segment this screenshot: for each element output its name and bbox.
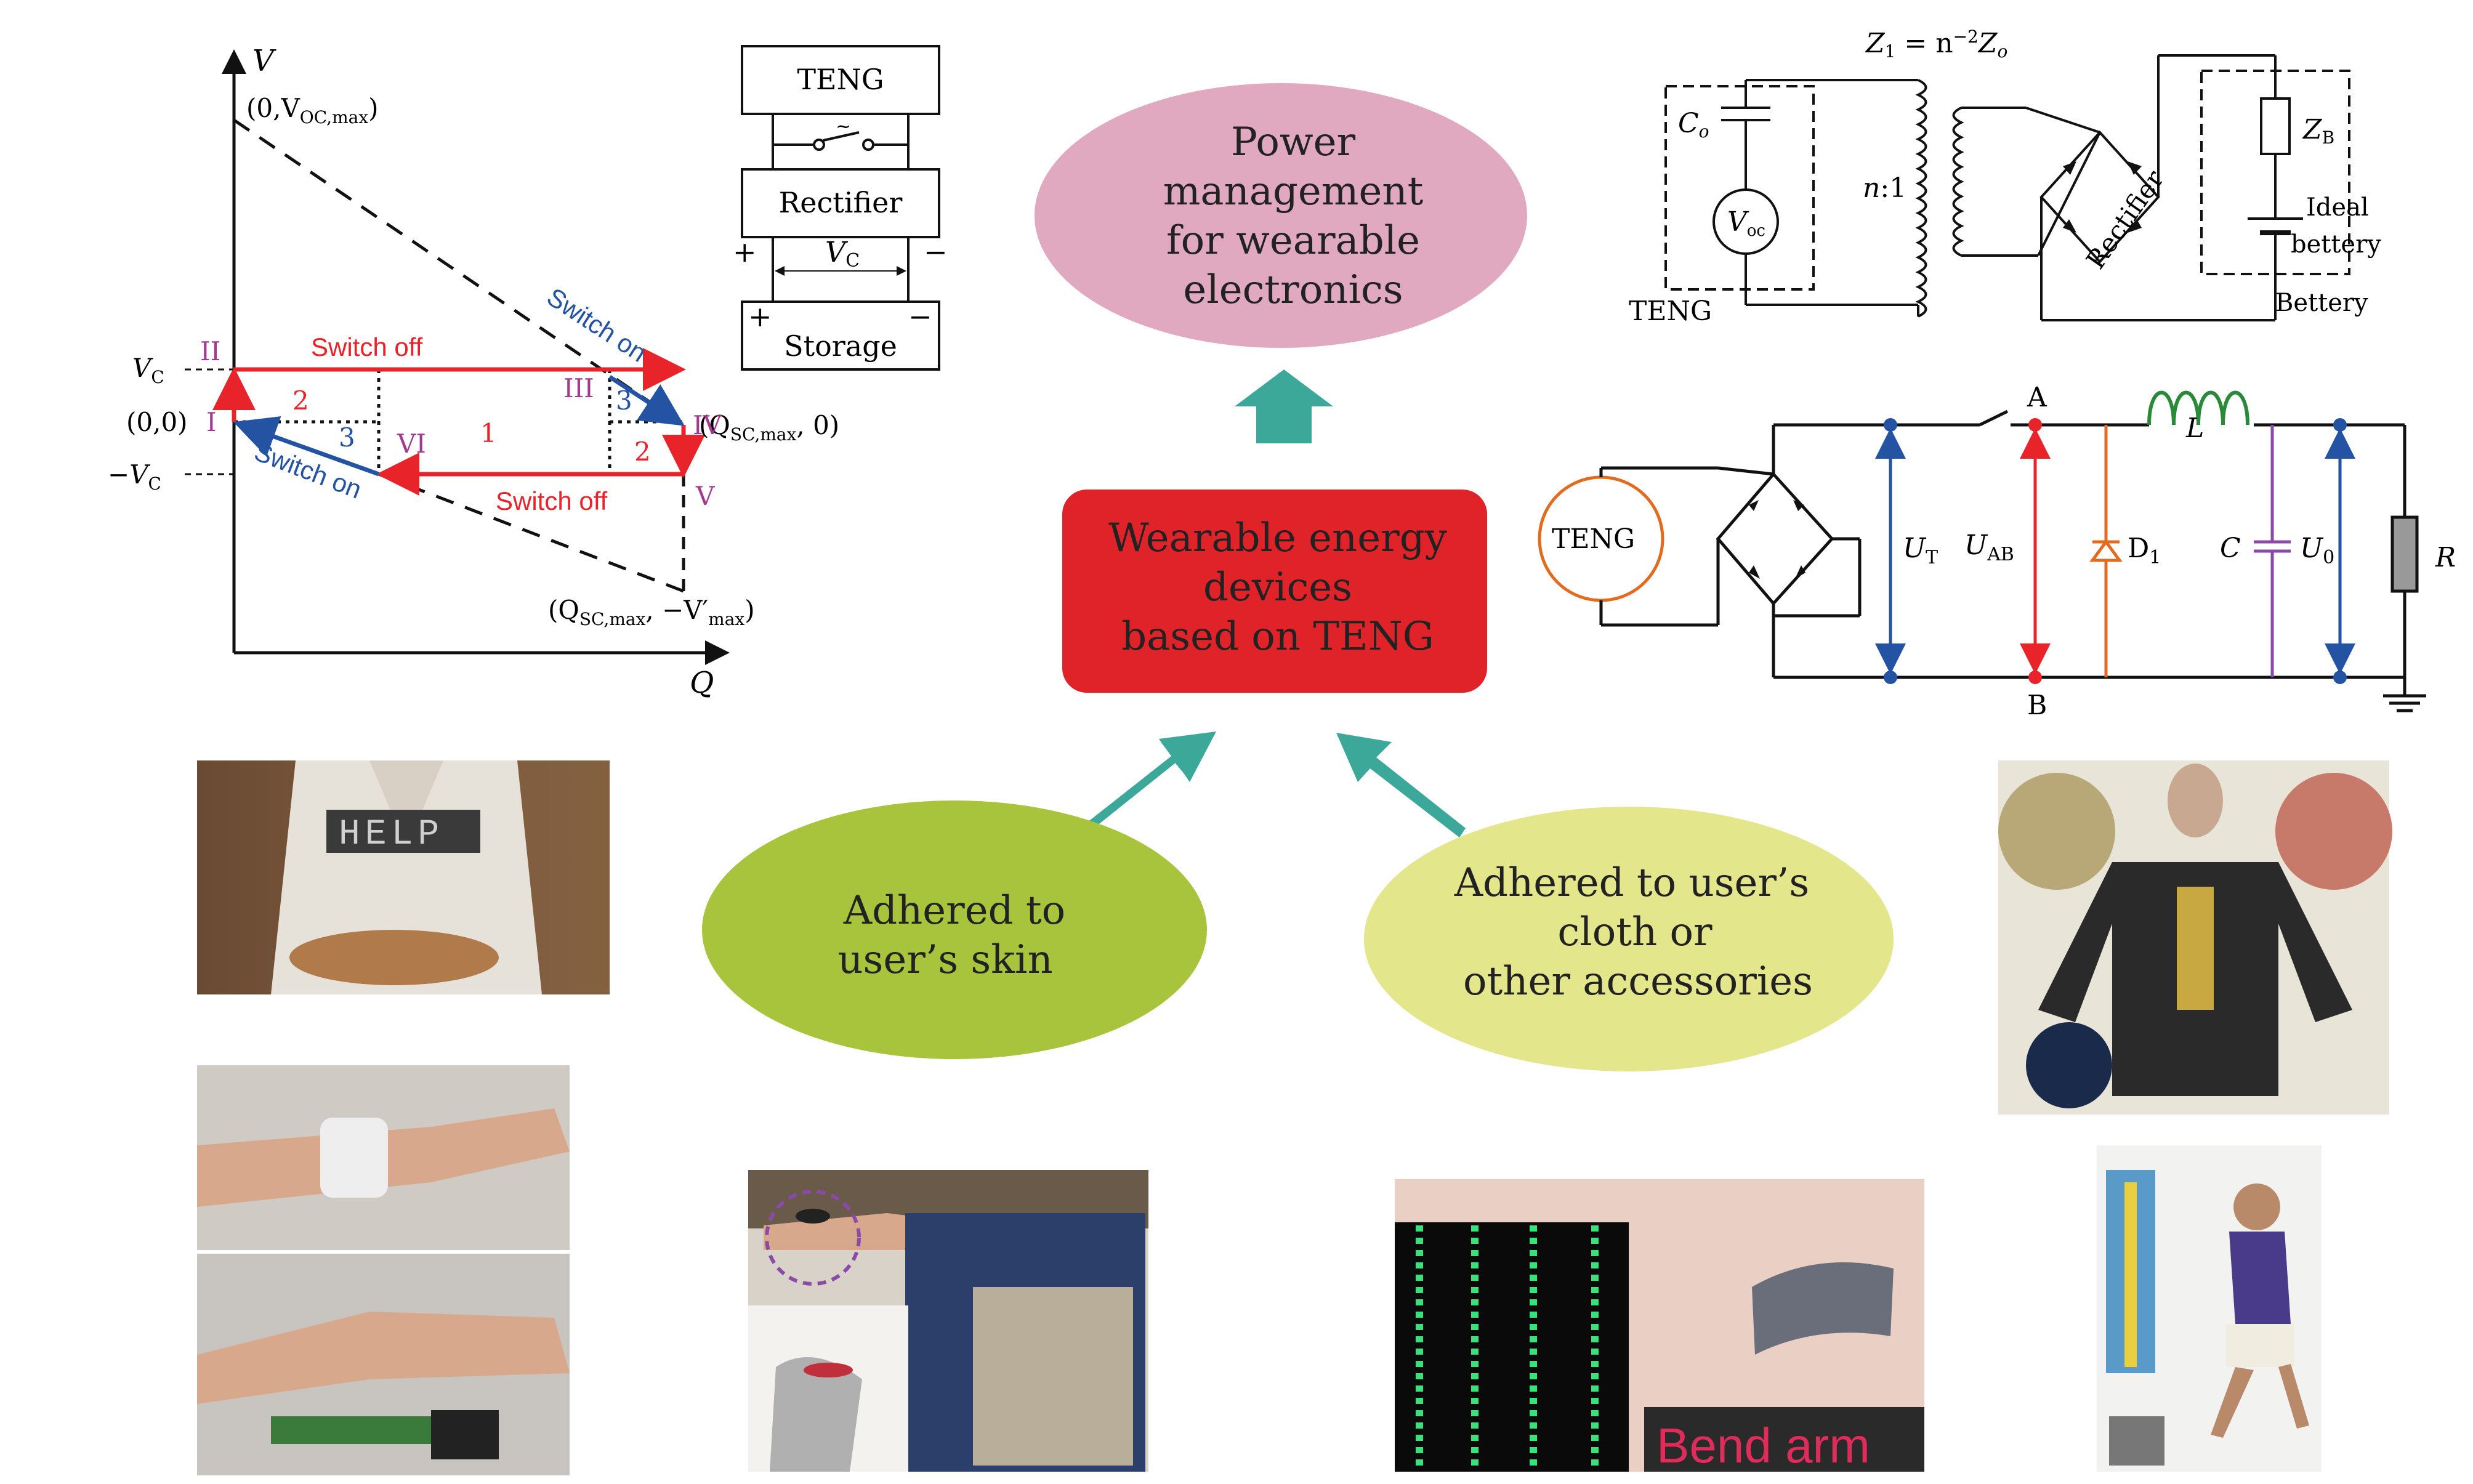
buck-circuit <box>1538 390 2426 712</box>
point-v: V <box>695 481 715 511</box>
storage-block <box>741 300 940 371</box>
bridge-diodes <box>2063 161 2142 233</box>
point-iii: III <box>563 373 594 403</box>
z1-formula: Z1 = n−2Zo <box>1865 26 2007 62</box>
box-line3: based on TENG <box>1121 614 1434 659</box>
d1-label: D1 <box>2128 533 2161 568</box>
box-line2: devices <box>1203 565 1352 610</box>
bettery-title: Bettery <box>2275 289 2368 317</box>
block-storage-label: Storage <box>784 329 897 363</box>
switch-on-top: Switch on <box>542 282 652 368</box>
node-a-label: A <box>2027 382 2047 413</box>
point-vi: VI <box>397 429 426 459</box>
pm-line2: management <box>1163 169 1424 214</box>
blue-path-vi-i <box>233 416 380 477</box>
skin-line1: Adhered to <box>843 888 1065 934</box>
block-plus-bottom: + <box>748 300 772 333</box>
block-vc-label: VC <box>825 235 860 272</box>
resistor-label: R <box>2435 542 2456 573</box>
point-i: I <box>206 407 217 437</box>
point-iv: IV <box>693 410 722 440</box>
bettery-label: bettery <box>2291 230 2381 259</box>
vc-label: VC <box>132 353 164 387</box>
switch-off-bottom: Switch off <box>496 486 608 515</box>
origin-label: (0,0) <box>126 407 188 437</box>
teng-block <box>741 45 940 115</box>
block-teng-label: TENG <box>797 63 884 96</box>
inductor <box>2147 390 2249 425</box>
block-minus-top: − <box>924 235 948 268</box>
lower-dashed-line <box>378 472 684 593</box>
cloth-ellipse <box>1364 807 1894 1071</box>
v-axis-label: V <box>252 44 276 78</box>
buck-teng-label: TENG <box>1552 523 1635 555</box>
co-label: Co <box>1678 108 1709 142</box>
cloth-line1: Adhered to user’s <box>1454 860 1809 906</box>
rectifier-label-transformer: Rectifier <box>2080 164 2170 275</box>
zb-label: ZB <box>2302 114 2334 148</box>
teng-label-transformer: TENG <box>1629 296 1712 327</box>
region-3b: 3 <box>616 385 632 416</box>
transformer-labels: Z1 = n−2Zo Co Voc n:1 TENG Rectifier ZB … <box>1629 26 2381 327</box>
block-diagram <box>741 45 940 371</box>
block-rectifier-label: Rectifier <box>779 186 903 219</box>
cap-label: C <box>2220 533 2241 564</box>
block-plus-top: + <box>733 235 757 268</box>
center-diagram: Power management for wearable electronic… <box>702 83 1894 1071</box>
ut-label: UT <box>1903 533 1938 568</box>
q-axis-label: Q <box>690 666 714 700</box>
vmax-label: (0,VOC,max) <box>246 93 379 127</box>
voc-label: Voc <box>1727 206 1765 240</box>
transformer-circuit <box>1664 54 2350 321</box>
cloth-line3: other accessories <box>1463 959 1813 1004</box>
bend-arm-text: Bend arm <box>1656 1418 1870 1473</box>
qsc-neg-label: (QSC,max, −V′max) <box>548 595 755 629</box>
cloth-line2: cloth or <box>1557 909 1713 955</box>
photo-arm-bracelet <box>748 1170 1148 1472</box>
photo-bend-arm: Bend arm <box>1395 1179 1924 1473</box>
buck-nodes <box>1749 418 2347 684</box>
teng-dashed-box <box>1664 85 1815 291</box>
node-b-label: B <box>2027 690 2047 721</box>
box-line1: Wearable energy <box>1108 515 1447 561</box>
point-ii: II <box>200 336 220 366</box>
vq-plot: V Q (0,VOC,max) VC −VC (0,0) (QSC,max, 0… <box>108 44 839 700</box>
wearable-energy-box <box>1062 490 1487 693</box>
uab-label: UAB <box>1964 530 2014 565</box>
switch-off-top: Switch off <box>311 333 423 361</box>
ratio-label: n:1 <box>1863 172 1906 204</box>
pm-line4: electronics <box>1183 267 1403 313</box>
u0-label: U0 <box>2300 533 2334 568</box>
pm-line3: for wearable <box>1166 218 1420 264</box>
region-2a: 2 <box>292 385 309 416</box>
photo-shirt <box>1998 760 2392 1115</box>
photo-wristband <box>197 1065 570 1475</box>
block-switch-symbol: ~ <box>836 116 851 137</box>
photo-runner <box>2097 1145 2322 1472</box>
rectifier-block <box>741 168 940 238</box>
neg-vc-label: −VC <box>108 459 161 494</box>
block-minus-bottom: − <box>908 300 932 333</box>
block-labels: TENG Rectifier Storage VC + − + − ~ <box>733 63 948 363</box>
blue-path-iii-iv <box>608 375 685 426</box>
skin-ellipse <box>702 800 1207 1059</box>
help-text: HELP <box>339 815 444 855</box>
pm-line1: Power <box>1231 119 1356 165</box>
arrow-cloth <box>1336 733 1466 837</box>
qsc-label: (QSC,max, 0) <box>699 410 839 445</box>
region-1: 1 <box>480 418 497 448</box>
photo-labcoat: HELP <box>197 760 610 994</box>
buck-labels: TENG A B L UT UAB D1 C U0 R <box>1552 382 2456 721</box>
region-2b: 2 <box>634 437 651 467</box>
inductor-label: L <box>2185 413 2204 444</box>
skin-line2: user’s skin <box>837 937 1052 983</box>
power-management-ellipse <box>1035 83 1527 348</box>
ideal-label: Ideal <box>2306 193 2369 222</box>
up-arrow <box>1235 369 1333 443</box>
region-3a: 3 <box>339 422 355 453</box>
